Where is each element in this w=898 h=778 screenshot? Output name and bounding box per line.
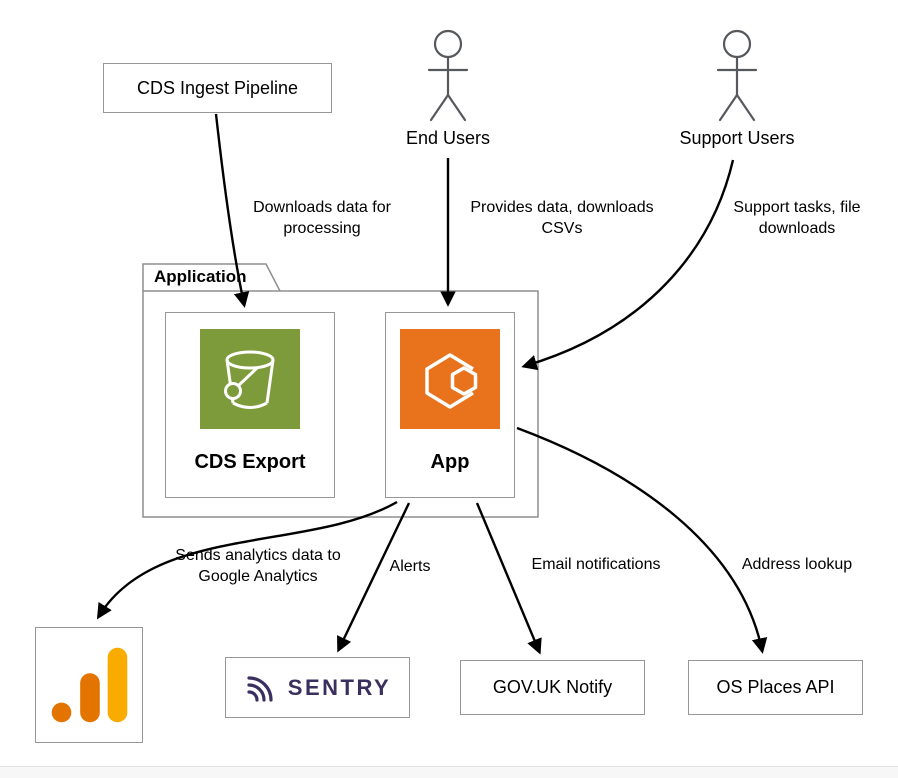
node-cds-export: CDS Export [165, 312, 335, 498]
support-users-actor-icon [716, 29, 758, 122]
edge-app-to-notify [475, 502, 542, 655]
aws-s3-bucket-icon [200, 329, 300, 429]
node-label: OS Places API [716, 677, 835, 697]
application-group-border [142, 263, 539, 518]
edge-label-email-notifications: Email notifications [531, 556, 661, 573]
edges [96, 113, 768, 655]
aws-ecs-icon [400, 329, 500, 429]
node-label: GOV.UK Notify [492, 677, 613, 697]
folder-body [142, 290, 539, 518]
folder-tab [142, 263, 281, 292]
node-sentry: SENTRY [225, 657, 410, 718]
node-app: App [385, 312, 515, 498]
node-label: App [430, 451, 470, 473]
google-analytics-icon [51, 647, 128, 723]
edge-label-alerts: Alerts [389, 558, 431, 575]
edge-label-address-lookup: Address lookup [741, 556, 853, 573]
edge-support-to-app [521, 159, 735, 371]
edge-label-downloads-data: Downloads data for processing [253, 199, 391, 238]
support-users-label: Support Users [679, 128, 795, 148]
node-os-places-api: OS Places API [688, 660, 863, 715]
node-cds-ingest-pipeline: CDS Ingest Pipeline [103, 63, 332, 113]
edge-app-to-google-analytics [96, 500, 398, 620]
node-govuk-notify: GOV.UK Notify [460, 660, 645, 715]
edge-app-to-os-places [516, 426, 768, 654]
sentry-logo-icon [247, 675, 273, 702]
edge-app-to-sentry [337, 502, 411, 653]
edge-label-support-tasks: Support tasks, file downloads [733, 199, 861, 238]
node-label: CDS Ingest Pipeline [136, 77, 299, 98]
application-group-label: Application [154, 267, 247, 286]
page-bottom-strip [0, 766, 898, 778]
sentry-wordmark: SENTRY [287, 674, 392, 700]
end-users-label: End Users [405, 128, 491, 148]
node-label: CDS Export [194, 451, 306, 473]
end-users-actor-icon [427, 29, 469, 122]
edge-label-analytics: Sends analytics data to Google Analytics [175, 547, 341, 586]
edge-label-provides-data: Provides data, downloads CSVs [470, 199, 654, 238]
node-google-analytics [35, 627, 143, 743]
edge-ingest-to-export [214, 113, 250, 308]
